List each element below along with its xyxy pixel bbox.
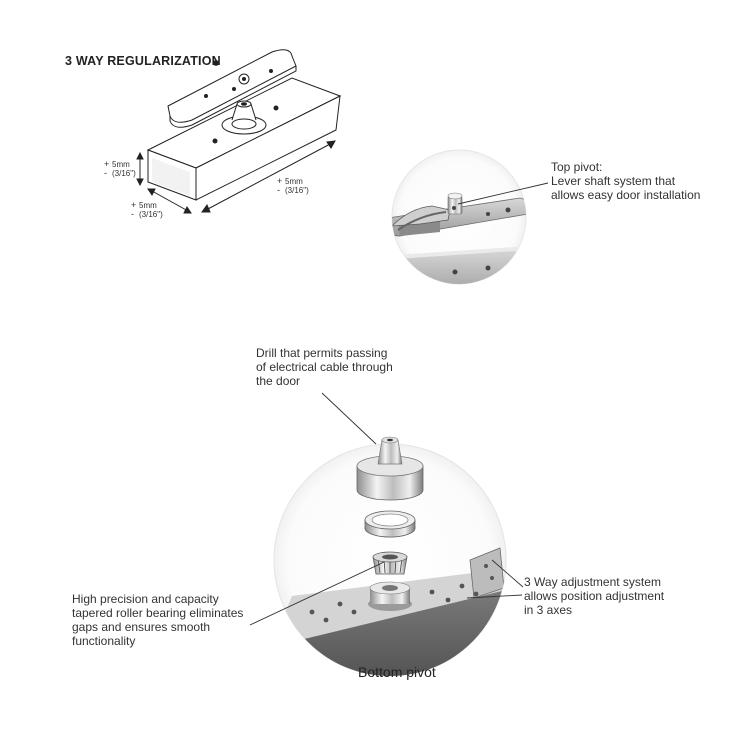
dim-height: +5mm -(3/16") xyxy=(104,159,136,179)
top-pivot-leader xyxy=(457,182,549,205)
bottom-pivot-caption: Bottom pivot xyxy=(358,664,436,680)
adjustment-label: 3 Way adjustment system allows position … xyxy=(524,575,665,617)
dim-length: +5mm -(3/16") xyxy=(277,176,309,196)
dim-width: +5mm -(3/16") xyxy=(131,200,163,220)
top-pivot-heading: Top pivot: xyxy=(551,160,603,174)
bearing-label: High precision and capacity tapered roll… xyxy=(72,592,244,648)
cover-plate-drawing xyxy=(167,49,297,128)
cone-cap xyxy=(356,436,424,501)
section-title: 3 WAY REGULARIZATION xyxy=(65,54,221,68)
bearing-leader xyxy=(249,561,385,626)
top-pivot-photo xyxy=(391,149,527,285)
pivot-box-drawing xyxy=(146,77,342,201)
top-pivot-label: Top pivot: Lever shaft system that allow… xyxy=(551,160,701,202)
dimension-arrows xyxy=(136,140,336,214)
bearing-ring xyxy=(364,510,416,538)
drill-leader xyxy=(321,392,377,445)
adjustment-leader xyxy=(491,559,524,588)
bottom-pivot-photo xyxy=(273,436,507,677)
tapered-bearing xyxy=(372,551,408,575)
adjustment-leader-2 xyxy=(466,594,523,599)
drill-label: Drill that permits passing of electrical… xyxy=(256,346,393,388)
